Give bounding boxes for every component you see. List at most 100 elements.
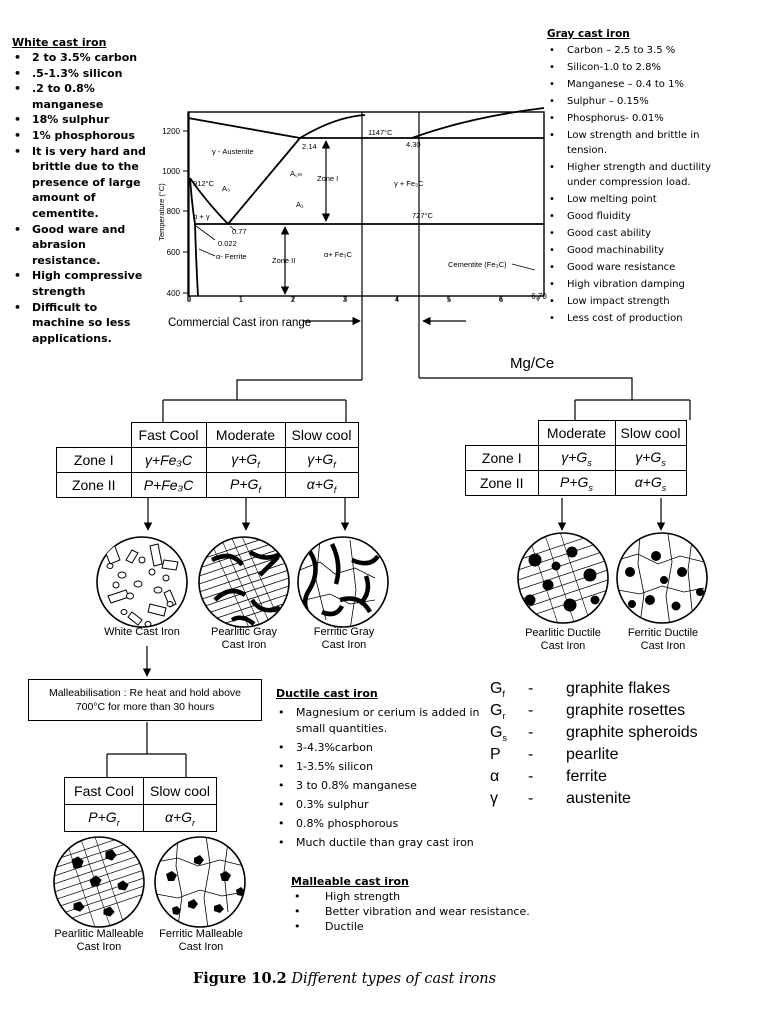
- list-item: 2 to 3.5% carbon: [12, 50, 152, 66]
- caption-pearlitic-gray: Pearlitic Gray Cast Iron: [210, 626, 278, 651]
- x-tick-4: 4: [395, 295, 400, 304]
- table-cell: α+Gs: [614, 470, 687, 496]
- y-tick-1200: 1200: [162, 127, 180, 136]
- list-item: Low strength and brittle in tension.: [547, 128, 717, 158]
- list-item: 18% sulphur: [12, 112, 152, 128]
- legend-row: Gr-graphite rosettes: [490, 702, 710, 724]
- legend-text: ferrite: [566, 768, 607, 785]
- header-moderate: Moderate: [537, 420, 616, 446]
- list-item: Much ductile than gray cast iron: [276, 835, 491, 851]
- ductile-cast-iron-list: Magnesium or cerium is added in small qu…: [276, 705, 491, 850]
- pearlitic-gray-micrograph: [198, 536, 290, 628]
- list-item: Good ware and abrasion resistance.: [12, 222, 152, 269]
- list-item: High compressive strength: [12, 268, 152, 299]
- label-ferrite: α- Ferrite: [216, 252, 247, 261]
- list-item: 3 to 0.8% manganese: [276, 778, 491, 794]
- malleabilisation-line2: 700°C for more than 30 hours: [75, 701, 215, 713]
- legend-dash: -: [528, 702, 534, 719]
- label-zone2: Zone II: [272, 256, 295, 265]
- malleable-cast-iron-title: Malleable cast iron: [291, 875, 409, 888]
- figure-number: Figure 10.2: [193, 970, 287, 987]
- legend-dash: -: [528, 746, 534, 763]
- legend-dash: -: [528, 790, 534, 807]
- malleabilisation-line1: Malleabilisation : Re heat and hold abov…: [48, 687, 242, 699]
- list-item: Good machinability: [547, 243, 717, 258]
- legend-symbol: Gf: [490, 680, 505, 700]
- label-430: 4.30: [406, 140, 421, 149]
- y-tick-800: 800: [167, 207, 181, 216]
- list-item: Less cost of production: [547, 311, 717, 326]
- gray-cast-iron-title: Gray cast iron: [547, 28, 630, 40]
- list-item: 3-4.3%carbon: [276, 740, 491, 756]
- list-item: Low melting point: [547, 192, 717, 207]
- header-fast-cool: Fast Cool: [64, 777, 144, 805]
- legend-row: α-ferrite: [490, 768, 710, 790]
- x-tick-1: 1: [239, 295, 244, 304]
- list-item: 0.8% phosphorous: [276, 816, 491, 832]
- table-cell: γ+Gf: [284, 447, 359, 473]
- table-cell: P+Gr: [64, 804, 144, 832]
- row-label-zone2: Zone II: [465, 470, 539, 496]
- legend-row: Gs-graphite spheroids: [490, 724, 710, 746]
- ductile-cast-iron-notes: Ductile cast iron Magnesium or cerium is…: [276, 687, 491, 854]
- y-tick-600: 600: [167, 248, 181, 257]
- figure-caption: Figure 10.2 Different types of cast iron…: [193, 970, 496, 987]
- legend-text: austenite: [566, 790, 631, 807]
- white-cast-iron-list: 2 to 3.5% carbon.5-1.3% silicon.2 to 0.8…: [12, 50, 152, 346]
- list-item: Difficult to machine so less application…: [12, 300, 152, 347]
- label-alpha-fe3c: α+ Fe₃C: [324, 250, 353, 259]
- list-item: High vibration damping: [547, 277, 717, 292]
- legend-text: pearlite: [566, 746, 619, 763]
- legend-row: Gf-graphite flakes: [490, 680, 710, 702]
- white-cast-iron-micrograph: [96, 536, 188, 628]
- list-item: Good cast ability: [547, 226, 717, 241]
- list-item: 0.3% sulphur: [276, 797, 491, 813]
- pearlitic-malleable-micrograph: [53, 836, 145, 928]
- list-item: Low impact strength: [547, 294, 717, 309]
- caption-pearlitic-ductile: Pearlitic Ductile Cast Iron: [525, 627, 601, 652]
- table-cell: γ+Fe₃C: [130, 447, 207, 473]
- legend-text: graphite flakes: [566, 680, 671, 697]
- list-item: Silicon-1.0 to 2.8%: [547, 60, 717, 75]
- ductile-cast-iron-title: Ductile cast iron: [276, 687, 378, 700]
- header-fast-cool: Fast Cool: [130, 422, 207, 448]
- list-item: Phosphorus- 0.01%: [547, 111, 717, 126]
- row-label-zone2: Zone II: [56, 472, 132, 498]
- header-slow-cool: Slow cool: [284, 422, 359, 448]
- x-tick-5: 5: [447, 295, 452, 304]
- phase-diagram: [183, 107, 545, 380]
- list-item: 1-3.5% silicon: [276, 759, 491, 775]
- header-slow-cool: Slow cool: [614, 420, 687, 446]
- list-item: .5-1.3% silicon: [12, 66, 152, 82]
- commercial-range-label: Commercial Cast iron range: [168, 317, 311, 329]
- list-item: Magnesium or cerium is added in small qu…: [276, 705, 491, 736]
- table-cell: α+Gf: [284, 472, 359, 498]
- label-0022: 0.022: [218, 239, 237, 248]
- label-cementite: Cementite (Fe₃C): [448, 260, 507, 269]
- x-tick-6: 6: [499, 295, 504, 304]
- ferritic-gray-micrograph: [297, 536, 389, 628]
- list-item: Better vibration and wear resistance.: [291, 904, 551, 919]
- label-727: 727°C: [412, 211, 434, 220]
- caption-ferritic-ductile: Ferritic Ductile Cast Iron: [627, 627, 699, 652]
- list-item: Sulphur – 0.15%: [547, 94, 717, 109]
- cooling-table-gray: Fast Cool Moderate Slow cool Zone I γ+Fe…: [56, 422, 359, 498]
- cooling-table-ductile: Moderate Slow cool Zone I γ+Gs γ+Gs Zone…: [465, 420, 687, 496]
- ferritic-ductile-micrograph: [616, 532, 708, 624]
- legend-dash: -: [528, 724, 534, 741]
- table-cell: P+Gs: [537, 470, 616, 496]
- label-a1: A₁: [296, 200, 304, 209]
- label-alpha-gamma: α + γ: [193, 212, 210, 221]
- list-item: Good ware resistance: [547, 260, 717, 275]
- table-cell: γ+Gs: [614, 445, 687, 471]
- label-zone1: Zone I: [317, 174, 338, 183]
- table-cell: α+Gr: [143, 804, 217, 832]
- list-item: .2 to 0.8% manganese: [12, 81, 152, 112]
- list-item: It is very hard and brittle due to the p…: [12, 144, 152, 222]
- x-tick-2: 2: [291, 295, 296, 304]
- legend-symbol: γ: [490, 790, 498, 807]
- caption-ferritic-malleable: Ferritic Malleable Cast Iron: [159, 928, 243, 953]
- malleabilisation-box: Malleabilisation : Re heat and hold abov…: [28, 679, 262, 721]
- malleable-cast-iron-list: High strengthBetter vibration and wear r…: [291, 889, 551, 934]
